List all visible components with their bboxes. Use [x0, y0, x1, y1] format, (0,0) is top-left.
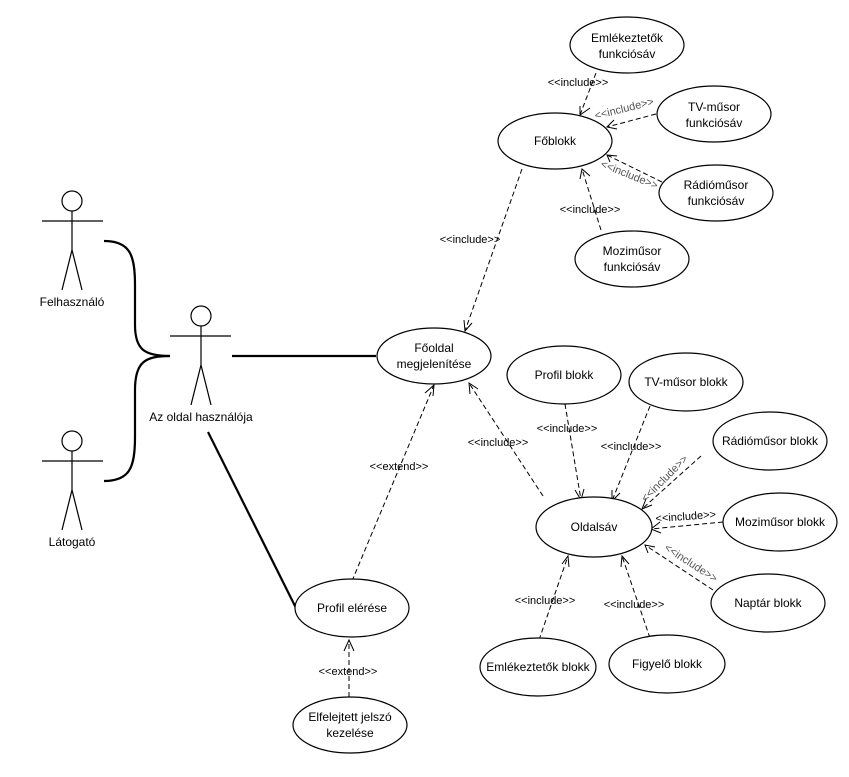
use-case-profil-blokk[interactable]: Profil blokk [506, 345, 622, 405]
stereo-label: <<include>> [604, 599, 665, 611]
actor-label: Látogató [49, 535, 96, 549]
dep-mozimusor-funkciosav-foblokk [581, 168, 602, 231]
stereo-label: <<include>> [548, 77, 609, 89]
stereo-label: <<include>> [537, 423, 598, 435]
use-case-naptar-blokk[interactable]: Naptár blokk [710, 573, 826, 633]
svg-text:Rádióműsor blokk: Rádióműsor blokk [722, 434, 819, 448]
svg-text:TV-műsor: TV-műsor [688, 100, 740, 114]
svg-text:Moziműsor blokk: Moziműsor blokk [735, 515, 826, 529]
dep-mozimusor-blokk-oldalsav [650, 521, 724, 530]
use-case-radiomusor-funkciosav[interactable]: Rádióműsor funkciósáv [658, 164, 774, 222]
use-case-tvmusor-blokk[interactable]: TV-műsor blokk [628, 352, 744, 412]
svg-text:TV-műsor blokk: TV-műsor blokk [644, 375, 728, 389]
actor-head [61, 430, 83, 452]
actor-label: Felhasználó [40, 295, 105, 309]
dep-emlekezteto-blokk-oldalsav [538, 555, 569, 641]
svg-text:funkciósáv: funkciósáv [604, 260, 661, 274]
svg-text:funkciósáv: funkciósáv [688, 194, 745, 208]
actor-label: Az oldal használója [149, 410, 253, 424]
generalization-felhasznalo [103, 239, 171, 358]
use-case-mozimusor-funkciosav[interactable]: Moziműsor funkciósáv [574, 230, 690, 288]
use-case-emlekezteto-funkciosav[interactable]: Emlékeztetők funkciósáv [569, 16, 685, 74]
svg-text:Főblokk: Főblokk [534, 134, 577, 148]
svg-text:Rádióműsor: Rádióműsor [684, 178, 749, 192]
use-case-elfelejtett-jelszo[interactable]: Elfelejtett jelszó kezelése [292, 696, 408, 754]
use-case-emlekezteto-blokk[interactable]: Emlékeztetők blokk [479, 637, 597, 697]
dep-profil-blokk-oldalsav [564, 403, 582, 501]
use-case-figyelo-blokk[interactable]: Figyelő blokk [608, 634, 726, 694]
dep-tvmusor-blokk-oldalsav [611, 405, 651, 502]
actor-oldal-hasznaloja[interactable]: Az oldal használója [149, 305, 253, 424]
svg-text:Figyelő blokk: Figyelő blokk [632, 657, 703, 671]
dep-oldalsav-fooldal [468, 382, 544, 497]
association-user-profil [207, 431, 297, 609]
use-case-mozimusor-blokk[interactable]: Moziműsor blokk [722, 492, 838, 552]
stereo-label: <<include>> [599, 158, 660, 192]
use-case-tvmusor-funkciosav[interactable]: TV-műsor funkciósáv [656, 85, 772, 143]
stereo-label: <<include>> [440, 234, 501, 246]
dep-tvmusor-funkciosav-foblokk [606, 113, 657, 128]
svg-text:funkciósáv: funkciósáv [686, 116, 743, 130]
dep-foblokk-fooldal [464, 168, 523, 332]
dep-radiomusor-blokk-oldalsav [641, 455, 702, 510]
actor-latogato[interactable]: Látogató [42, 430, 103, 549]
stereo-label: <<include>> [468, 437, 529, 449]
use-case-foblokk[interactable]: Főblokk [497, 112, 613, 170]
stereo-label: <<extend>> [370, 461, 429, 473]
svg-text:Profil elérése: Profil elérése [317, 601, 387, 615]
svg-text:Elfelejtett jelszó: Elfelejtett jelszó [308, 710, 392, 724]
stereo-label: <<include>> [515, 595, 576, 607]
svg-text:Főoldal: Főoldal [414, 341, 453, 355]
use-case-fooldal-megjelenitese[interactable]: Főoldal megjelenítése [376, 327, 492, 385]
svg-text:Profil blokk: Profil blokk [535, 368, 595, 382]
actor-head [61, 190, 83, 212]
actor-felhasznalo[interactable]: Felhasználó [40, 190, 105, 309]
svg-text:Oldalsáv: Oldalsáv [571, 520, 618, 534]
svg-text:Naptár blokk: Naptár blokk [734, 596, 802, 610]
svg-text:megjelenítése: megjelenítése [397, 357, 472, 371]
use-case-radiomusor-blokk[interactable]: Rádióműsor blokk [712, 411, 828, 471]
actor-head [190, 305, 212, 327]
svg-text:Emlékeztetők: Emlékeztetők [591, 31, 664, 45]
stereo-label: <<include>> [601, 441, 662, 453]
dep-profil-elerese-fooldal [351, 384, 435, 582]
stereo-label: <<extend>> [319, 666, 378, 678]
stereo-label: <<include>> [655, 509, 716, 525]
dep-naptar-blokk-oldalsav [644, 544, 714, 591]
svg-text:funkciósáv: funkciósáv [599, 47, 656, 61]
stereo-label: <<include>> [639, 453, 690, 504]
svg-text:kezelése: kezelése [326, 726, 374, 740]
stereo-label: <<include>> [560, 204, 621, 216]
use-case-profil-elerese[interactable]: Profil elérése [294, 578, 410, 638]
stereo-label: <<include>> [662, 542, 719, 585]
use-case-oldalsav[interactable]: Oldalsáv [535, 496, 653, 558]
svg-text:Moziműsor: Moziműsor [603, 244, 662, 258]
stereo-label: <<include>> [593, 96, 655, 122]
generalization-latogato [103, 354, 171, 483]
svg-text:Emlékeztetők blokk: Emlékeztetők blokk [486, 660, 590, 674]
dep-figyelo-blokk-oldalsav [621, 555, 651, 639]
dep-radiomusor-funkciosav-foblokk [606, 154, 663, 183]
